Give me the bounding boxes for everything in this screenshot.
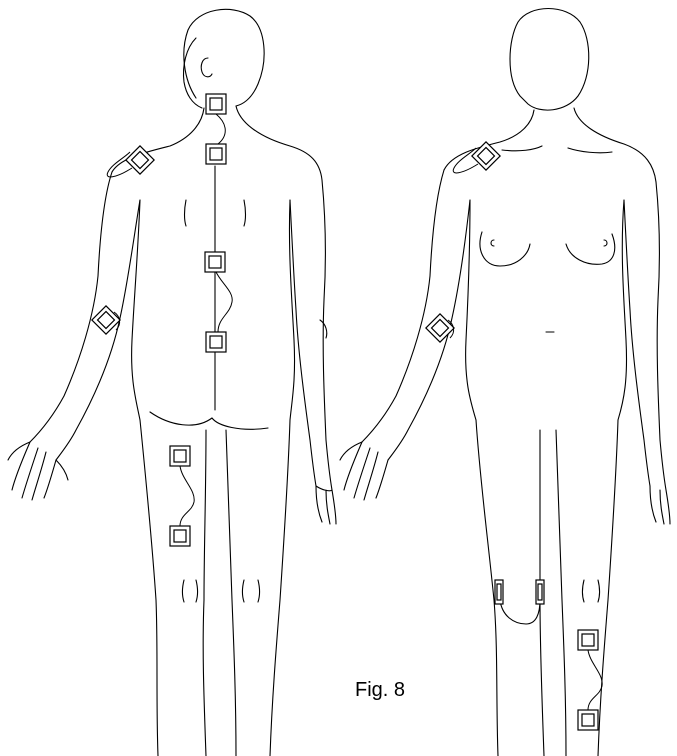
front-right-leg-outer [598,420,618,756]
front-neck-right [574,108,656,182]
back-thigh-wire [180,466,194,526]
front-knee-side-electrodes [495,580,544,604]
front-nipple-right [604,240,607,246]
back-ear [201,58,212,77]
front-view-figure [340,9,670,756]
figure-caption: Fig. 8 [355,679,405,702]
front-head-outline [510,9,589,111]
back-left-leg-outer [140,420,158,756]
back-neck-right [236,106,322,180]
back-neck-electrode [206,94,226,114]
back-view-figure [8,9,336,756]
front-torso-left [466,200,476,420]
front-shin-upper-electrode [578,630,598,650]
back-upper-spine-electrode [206,144,226,164]
front-knee-creases [583,580,600,602]
back-thigh-lower-electrode [170,526,190,546]
front-shoulder-wire [453,148,478,173]
back-right-leg-outer [270,420,290,756]
front-left-arm-outer [362,170,444,442]
front-knee [500,600,540,624]
back-knee-creases [183,580,260,602]
back-right-leg-inner [226,430,236,756]
back-mid-spine-electrode [205,252,225,272]
front-shin-lower-electrode [578,710,598,730]
front-shin-wire [588,650,602,710]
back-left-hand [8,442,68,500]
front-breast-right [566,234,615,264]
back-head-outline [184,9,264,106]
back-torso-left [132,200,140,420]
back-thigh-upper-electrode [170,446,190,466]
front-right-leg-inner [556,430,566,756]
back-scapula-left [185,200,187,226]
back-right-hand [316,486,336,524]
back-scapula-right [244,200,246,226]
front-right-hand [650,486,670,524]
front-left-hand [340,442,388,500]
back-neck-left [112,108,204,172]
back-shoulder-electrode [126,146,154,174]
back-lower-spine-electrode [206,332,226,352]
back-buttocks [150,412,268,429]
front-right-arm-inner [624,200,650,486]
back-left-arm-outer [30,172,112,442]
front-breast-left [480,232,530,266]
front-right-arm-outer [656,182,666,490]
back-left-arm-inner [56,200,140,460]
front-shoulder-electrode [472,142,500,170]
back-spine-wire [216,272,232,332]
front-nipple-left [491,240,494,246]
back-elbow-electrode [92,306,120,334]
back-left-leg-inner [203,430,206,756]
front-clavicles [502,146,612,153]
back-neck-wire [216,114,225,144]
